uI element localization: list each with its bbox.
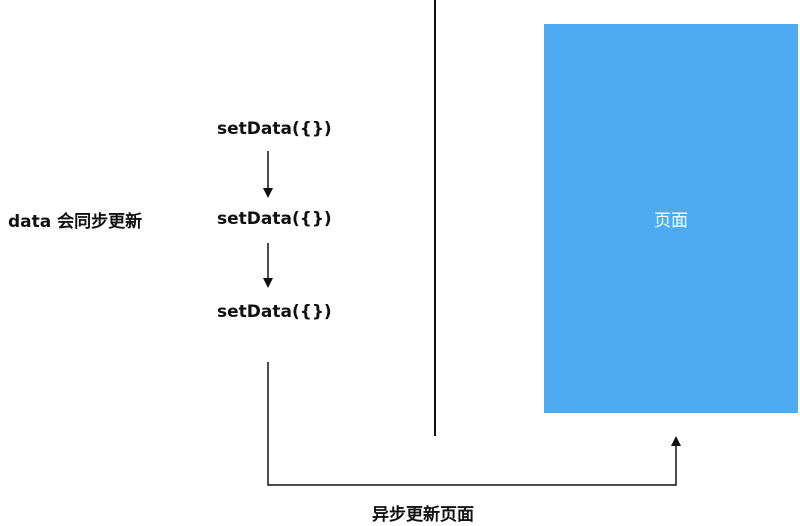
set-data-call-2: setData({}) (217, 209, 332, 229)
page-box-label: 页面 (654, 211, 688, 231)
sync-update-label: data 会同步更新 (8, 212, 143, 232)
set-data-call-1: setData({}) (217, 119, 332, 139)
page-box: 页面 (544, 24, 798, 413)
async-update-label: 异步更新页面 (372, 505, 474, 525)
set-data-call-3: setData({}) (217, 302, 332, 322)
async-update-connector (267, 362, 681, 486)
